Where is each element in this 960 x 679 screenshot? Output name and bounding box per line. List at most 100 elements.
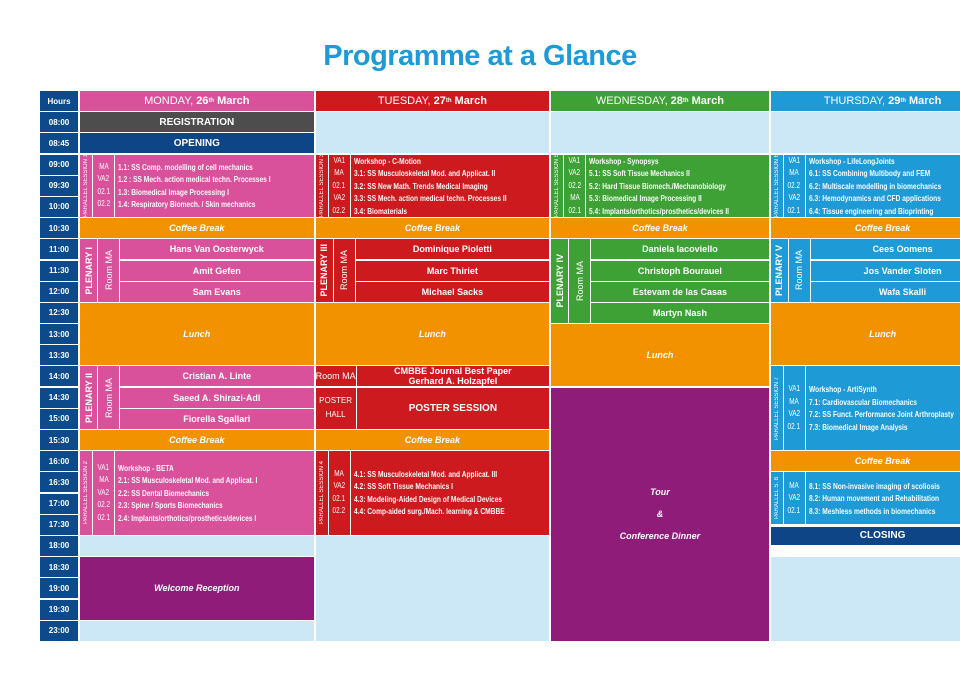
session-label: PARALLEL SESSION 7 — [771, 366, 784, 450]
session-label-text: PARALLEL SESSION 6 — [773, 154, 780, 218]
plenary-label: PLENARY I — [80, 239, 98, 302]
room-code: 02.1 — [787, 505, 801, 515]
coffee-break: Coffee Break — [80, 430, 314, 450]
plenary-label: PLENARY IV — [551, 239, 570, 323]
session-title: 3.3: SS Mech. action medical techn. Proc… — [353, 193, 507, 203]
session-title: 1.2 : SS Mech. action medical techn. Pro… — [118, 174, 271, 185]
room-code: MA — [334, 468, 344, 478]
hour-label: 19:30 — [40, 599, 78, 620]
opening: OPENING — [80, 133, 314, 154]
hour-label: 17:00 — [40, 493, 78, 514]
empty-slot — [80, 620, 314, 641]
poster-block: Room MA CMBBE Journal Best Paper Gerhard… — [315, 366, 550, 429]
room-code: 02.2 — [787, 180, 801, 190]
title-column: 4.1: SS Musculoskeletal Mod. and Applica… — [351, 451, 550, 535]
hour-label: 17:30 — [40, 514, 78, 535]
plenary-label-text: PLENARY II — [83, 372, 94, 423]
speaker: Cristian A. Linte — [120, 366, 314, 387]
session-label: PARALLEL SESSION 4 — [316, 451, 329, 535]
hour-label: 12:30 — [40, 302, 78, 323]
lunch: Lunch — [315, 302, 550, 366]
session-title: 3.4: Biomaterials — [353, 205, 407, 216]
plenary-room: Room MA — [98, 239, 120, 302]
room-code: VA2 — [97, 487, 110, 497]
session-label: PARALLEL SESSION 6 — [771, 154, 784, 218]
lunch: Lunch — [770, 302, 960, 366]
plenary-label: PLENARY III — [316, 239, 334, 302]
speaker: Michael Sacks — [355, 281, 550, 302]
hour-label: 09:00 — [40, 154, 78, 175]
room-code: VA2 — [333, 481, 345, 491]
room-code: VA2 — [333, 193, 345, 202]
hour-label: 16:30 — [40, 472, 78, 493]
speaker: Marc Thiriet — [355, 260, 550, 281]
hour-label: 14:30 — [40, 387, 78, 408]
speaker: Fiorella Sgallari — [120, 408, 314, 429]
hour-label: 16:00 — [40, 451, 78, 472]
room-code: VA1 — [97, 462, 110, 472]
day-number: 28 — [670, 95, 683, 107]
poster-hall-label: POSTER HALL — [315, 387, 356, 429]
session-title: 1.4: Respiratory Biomech. / Skin mechani… — [118, 199, 256, 210]
hour-label: 12:00 — [40, 281, 78, 302]
hour-label: 13:00 — [40, 324, 78, 345]
speaker: Dominique Pioletti — [355, 239, 550, 260]
month: March — [691, 95, 724, 107]
plenary-room: Room MA — [569, 239, 592, 323]
room-code: 02.2 — [332, 506, 346, 516]
session-title: 2.2: SS Dental Biomechanics — [118, 487, 210, 498]
closing: CLOSING — [770, 526, 960, 545]
best-paper-speaker: Gerhard A. Holzapfel — [408, 376, 498, 387]
room-code: VA2 — [568, 168, 581, 177]
hour-label: 23:00 — [40, 620, 78, 641]
day-suffix: th — [900, 98, 906, 104]
welcome-reception: Welcome Reception — [80, 557, 314, 620]
room-code: 02.1 — [568, 205, 581, 215]
room-code: MA — [98, 161, 109, 171]
session-title: 7.1: Cardiovascular Biomechanics — [808, 396, 917, 407]
empty-slot — [551, 112, 769, 154]
hour-label: 11:00 — [40, 239, 78, 260]
room-code: 02.2 — [332, 205, 346, 215]
month: March — [217, 95, 250, 107]
plenary-room-text: Room MA — [103, 377, 114, 418]
session-title: 3.1: SS Musculoskeletal Mod. and Applica… — [353, 168, 495, 178]
room-code: VA1 — [568, 155, 581, 165]
plenary-room-text: Room MA — [103, 250, 114, 291]
plenary-label-text: PLENARY IV — [554, 254, 565, 308]
empty-slot — [315, 535, 550, 641]
speaker: Estevam de las Casas — [591, 281, 769, 302]
hour-label: 18:30 — [40, 557, 78, 578]
title-column: 1.1: SS Comp. modelling of cell mechanic… — [115, 155, 314, 217]
room-code: VA1 — [788, 155, 800, 165]
day-number: 26 — [196, 95, 209, 107]
speaker: Hans Van Oosterwyck — [120, 239, 314, 260]
plenary-label: PLENARY V — [771, 239, 789, 302]
hour-label: 09:30 — [40, 175, 78, 196]
weekday: TUESDAY, — [377, 95, 431, 107]
ampersand: & — [656, 509, 664, 520]
hour-label: 15:00 — [40, 408, 78, 429]
hour-label: 08:00 — [40, 112, 78, 133]
day-number: 27 — [433, 95, 446, 107]
empty-slot — [770, 557, 960, 641]
empty-slot — [315, 112, 550, 154]
session-title: 4.3: Modeling-Aided Design of Medical De… — [353, 493, 502, 504]
hour-label: 14:00 — [40, 366, 78, 387]
